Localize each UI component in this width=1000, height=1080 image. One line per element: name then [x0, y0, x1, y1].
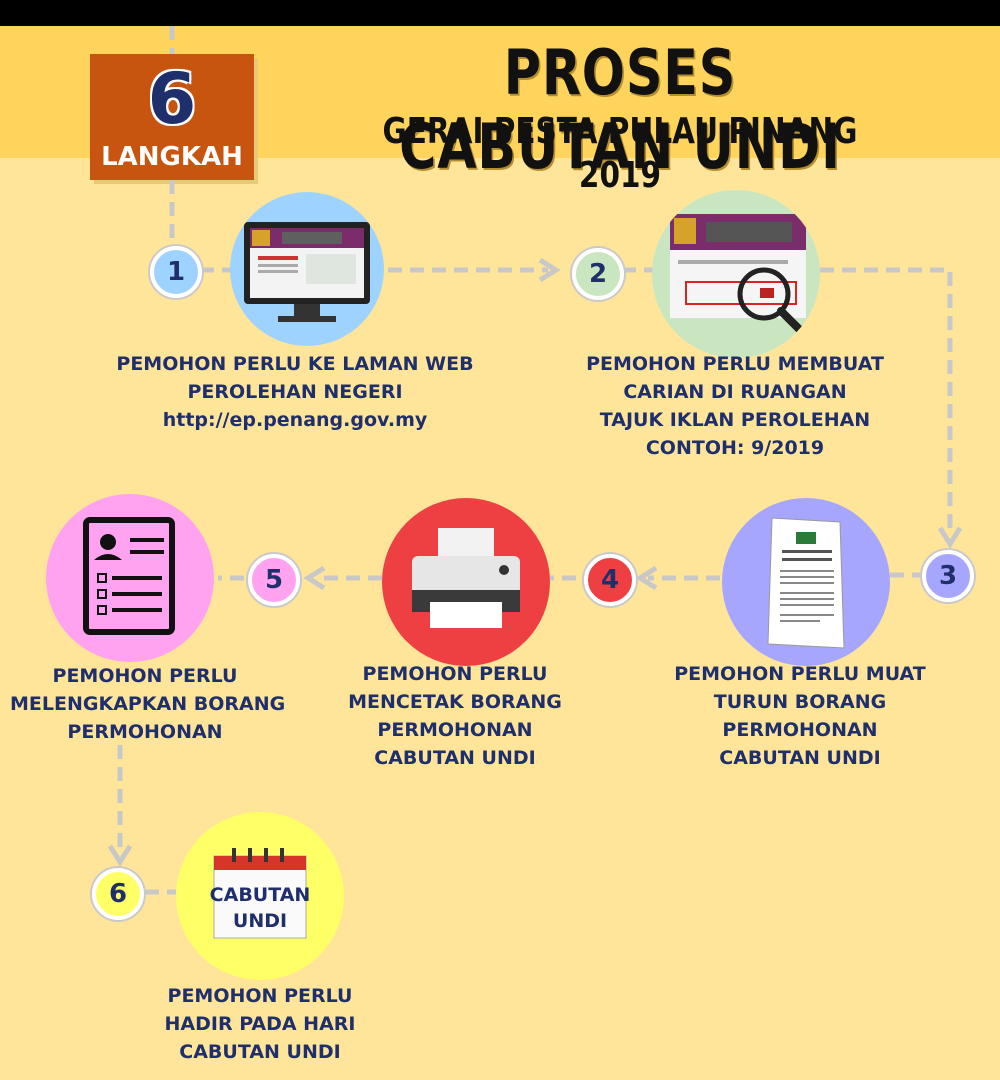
step-4-number: 4 [584, 554, 636, 606]
step-2-illustration [652, 190, 820, 358]
step-3-illustration [722, 498, 890, 666]
step-5-illustration [46, 494, 214, 662]
calendar-line-2: UNDI [232, 910, 288, 932]
step-1-link[interactable]: http://ep.penang.gov.my [162, 409, 428, 431]
step-6-description: PEMOHON PERLU HADIR PADA HARI CABUTAN UN… [130, 982, 390, 1066]
step-2-line-2: CARIAN DI RUANGAN [623, 381, 847, 403]
document-icon [767, 517, 845, 649]
step-3-line-2: TURUN BORANG [713, 691, 887, 713]
step-6-number: 6 [92, 868, 144, 920]
step-2-number: 2 [572, 248, 624, 300]
step-4-line-3: PERMOHONAN [377, 719, 533, 741]
step-4-illustration [382, 498, 550, 666]
step-2-description: PEMOHON PERLU MEMBUAT CARIAN DI RUANGAN … [545, 350, 925, 462]
step-4-description: PEMOHON PERLU MENCETAK BORANG PERMOHONAN… [330, 660, 580, 772]
step-2-line-4: CONTOH: 9/2019 [645, 437, 825, 459]
step-2-line-3: TAJUK IKLAN PEROLEHAN [599, 409, 871, 431]
step-4-line-4: CABUTAN UNDI [374, 747, 536, 769]
arrow-head-5 [303, 565, 326, 591]
step-5-line-2: MELENGKAPKAN BORANG [10, 693, 286, 715]
step-1-description: PEMOHON PERLU KE LAMAN WEB PEROLEHAN NEG… [100, 350, 490, 434]
printer-icon [412, 528, 520, 628]
arrow-head-4 [635, 565, 658, 591]
calendar-icon [213, 848, 307, 939]
page-title: PROSES CABUTAN UNDI [399, 36, 841, 183]
step-5-line-3: PERMOHONAN [67, 721, 223, 743]
step-1-line-1: PEMOHON PERLU KE LAMAN WEB [116, 353, 474, 375]
step-3-line-1: PEMOHON PERLU MUAT [674, 663, 926, 685]
monitor-icon [244, 222, 370, 322]
arrow-head-2 [538, 257, 561, 283]
step-1-illustration [230, 192, 384, 346]
step-2-line-1: PEMOHON PERLU MEMBUAT [586, 353, 884, 375]
step-6-line-1: PEMOHON PERLU [167, 985, 353, 1007]
step-1-line-2: PEROLEHAN NEGERI [187, 381, 403, 403]
form-icon [83, 517, 175, 635]
arrow-head-3 [937, 526, 963, 549]
step-6-illustration: CABUTAN UNDI [176, 812, 344, 980]
step-3-description: PEMOHON PERLU MUAT TURUN BORANG PERMOHON… [650, 660, 950, 772]
step-4-line-2: MENCETAK BORANG [348, 691, 562, 713]
step-3-line-4: CABUTAN UNDI [719, 747, 881, 769]
badge-number: 6 [147, 58, 197, 140]
step-1-number: 1 [150, 246, 202, 298]
search-screen-icon [670, 214, 806, 334]
arrow-head-6 [107, 844, 133, 867]
calendar-line-1: CABUTAN [209, 884, 311, 906]
step-4-line-1: PEMOHON PERLU [362, 663, 548, 685]
step-6-line-3: CABUTAN UNDI [179, 1041, 341, 1063]
steps-badge: 6 LANGKAH [90, 54, 254, 180]
top-bar [0, 0, 1000, 26]
step-5-description: PEMOHON PERLU MELENGKAPKAN BORANG PERMOH… [10, 662, 286, 746]
step-5-number: 5 [248, 554, 300, 606]
step-3-number: 3 [922, 550, 974, 602]
step-6-line-2: HADIR PADA HARI [164, 1013, 356, 1035]
page-subtitle: GERAI PESTA PULAU PINANG 2019 [382, 111, 858, 196]
step-5-line-1: PEMOHON PERLU [52, 665, 238, 687]
badge-label: LANGKAH [101, 142, 243, 172]
step-3-line-3: PERMOHONAN [722, 719, 878, 741]
